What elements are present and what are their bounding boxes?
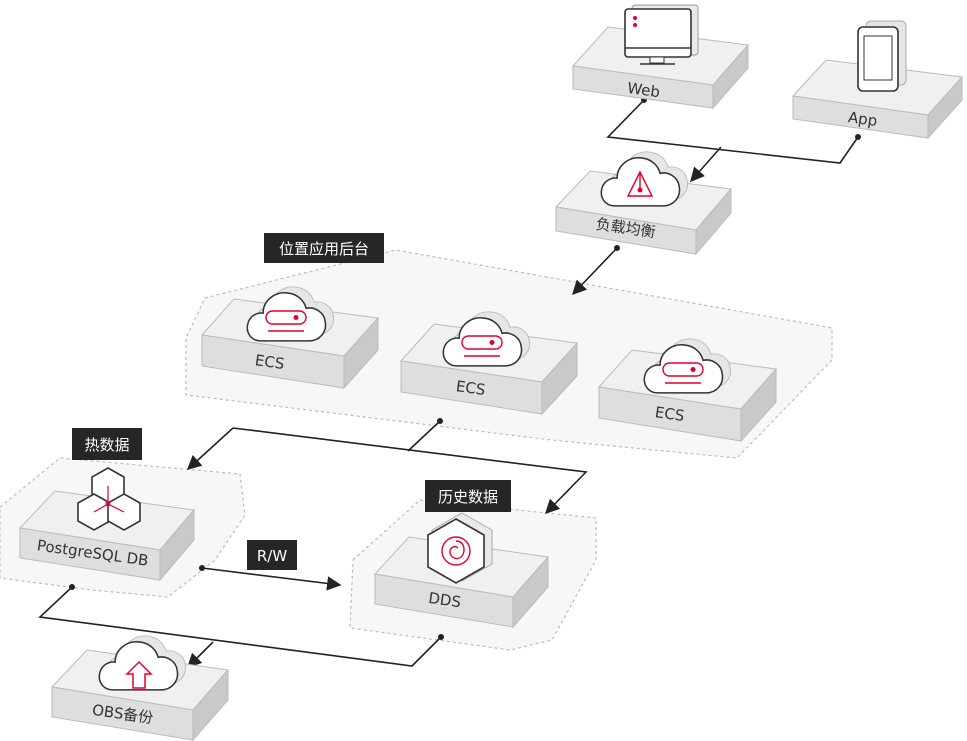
clients-link bbox=[606, 99, 859, 164]
elb-to-backend-arrow bbox=[572, 247, 618, 296]
dds-label: DDS bbox=[427, 589, 462, 611]
server-cloud-icon bbox=[442, 311, 530, 367]
obs-node[interactable]: OBS备份 bbox=[50, 635, 229, 741]
monitor-icon bbox=[624, 4, 699, 65]
backend-tag: 位置应用后台 bbox=[264, 233, 384, 263]
backend-drop-line bbox=[407, 420, 441, 452]
web-label: Web bbox=[626, 79, 661, 101]
ecs-label-3: ECS bbox=[654, 403, 686, 425]
backend-to-dds-arrow bbox=[232, 427, 588, 515]
history-data-tag-label: 历史数据 bbox=[438, 488, 498, 506]
ecs-node-1[interactable]: ECS bbox=[201, 286, 380, 390]
history-data-tag: 历史数据 bbox=[425, 480, 511, 512]
server-cloud-icon bbox=[246, 286, 334, 342]
backend-to-postgres-arrow bbox=[186, 427, 234, 470]
to-obs-arrow bbox=[186, 641, 214, 669]
load-balancer-cloud-icon bbox=[600, 151, 688, 207]
ecs-node-3[interactable]: ECS bbox=[598, 338, 777, 443]
backup-link bbox=[38, 586, 442, 667]
clients-to-elb-arrow bbox=[690, 146, 722, 183]
connectors bbox=[38, 99, 859, 669]
ecs-label-1: ECS bbox=[254, 351, 286, 373]
tablet-icon bbox=[857, 20, 907, 92]
web-node[interactable]: Web bbox=[571, 4, 749, 110]
rw-arrow bbox=[201, 567, 342, 591]
server-cloud-icon bbox=[643, 338, 731, 394]
hot-data-tag-label: 热数据 bbox=[84, 436, 129, 454]
postgres-node[interactable]: PostgreSQL DB bbox=[18, 467, 195, 582]
app-node[interactable]: App bbox=[791, 20, 964, 140]
hexagon-cluster-icon bbox=[77, 467, 141, 531]
rw-tag: R/W bbox=[247, 540, 297, 570]
dds-node[interactable]: DDS bbox=[374, 512, 549, 629]
rw-tag-label: R/W bbox=[257, 547, 287, 565]
backend-tag-label: 位置应用后台 bbox=[279, 240, 369, 258]
spiral-database-icon bbox=[427, 512, 493, 584]
ecs-label-2: ECS bbox=[455, 377, 487, 399]
hot-data-tag: 热数据 bbox=[72, 428, 142, 460]
app-label: App bbox=[847, 108, 879, 130]
ecs-node-2[interactable]: ECS bbox=[400, 311, 579, 416]
upload-cloud-icon bbox=[98, 635, 186, 691]
elb-node[interactable]: 负载均衡 bbox=[554, 151, 732, 256]
